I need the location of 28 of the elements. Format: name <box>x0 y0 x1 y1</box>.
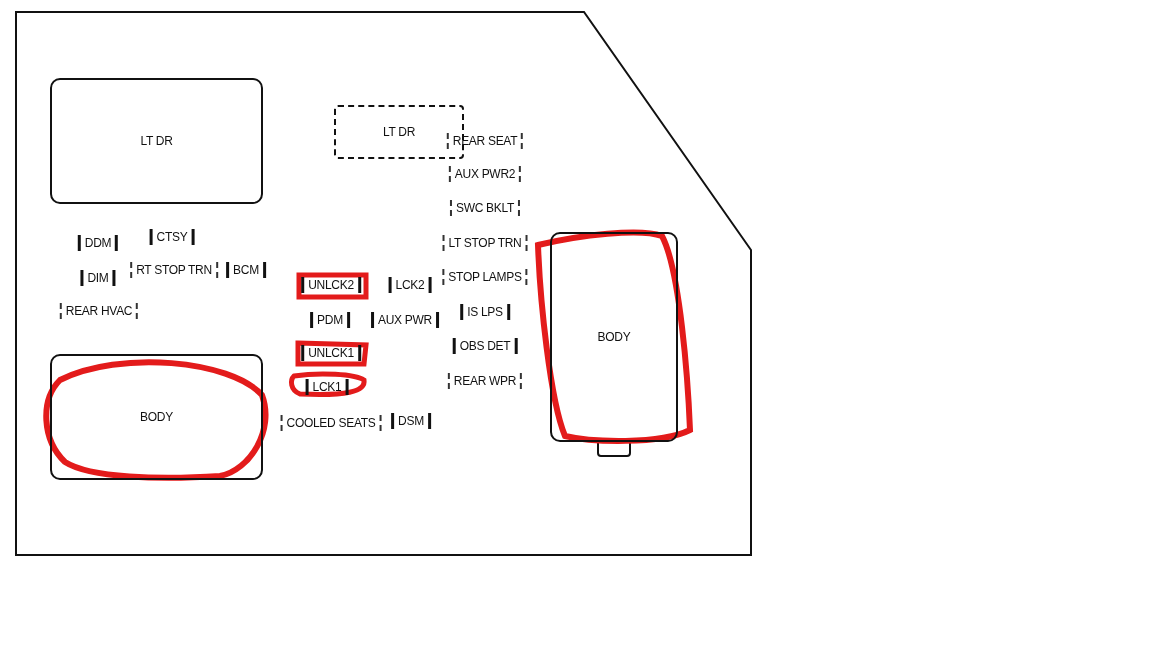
relay-label: BODY <box>597 330 631 344</box>
fuse-label: CTSY <box>149 229 195 245</box>
fuse-label: REAR WPR <box>447 373 523 389</box>
fuse-label: REAR SEAT <box>446 133 524 149</box>
fuse-label: UNLCK2 <box>301 277 361 293</box>
fuse-label: COOLED SEATS <box>280 415 382 431</box>
fuse-label: AUX PWR <box>371 312 439 328</box>
relay-label: LT DR <box>382 125 416 139</box>
fuse-label: LT STOP TRN <box>442 235 528 251</box>
fuse-label: IS LPS <box>460 304 510 320</box>
fuse-label: AUX PWR2 <box>448 166 522 182</box>
fuse-label: SWC BKLT <box>449 200 521 216</box>
fuse-label: LCK1 <box>305 379 349 395</box>
fuse-label: STOP LAMPS <box>442 269 528 285</box>
relay-label: BODY <box>140 410 173 424</box>
fuse-label: PDM <box>310 312 350 328</box>
fuse-label: OBS DET <box>452 338 518 354</box>
fuse-label: DSM <box>391 413 431 429</box>
relay-box <box>550 232 678 442</box>
fuse-label: RT STOP TRN <box>130 262 218 278</box>
fuse-label: REAR HVAC <box>59 303 139 319</box>
fuse-label: BCM <box>226 262 266 278</box>
relay-box <box>50 78 263 204</box>
fuse-label: UNLCK1 <box>301 345 361 361</box>
fuse-label: LCK2 <box>388 277 432 293</box>
relay-label: LT DR <box>140 134 173 148</box>
fuse-label: DIM <box>80 270 116 286</box>
fuse-label: DDM <box>77 235 119 251</box>
